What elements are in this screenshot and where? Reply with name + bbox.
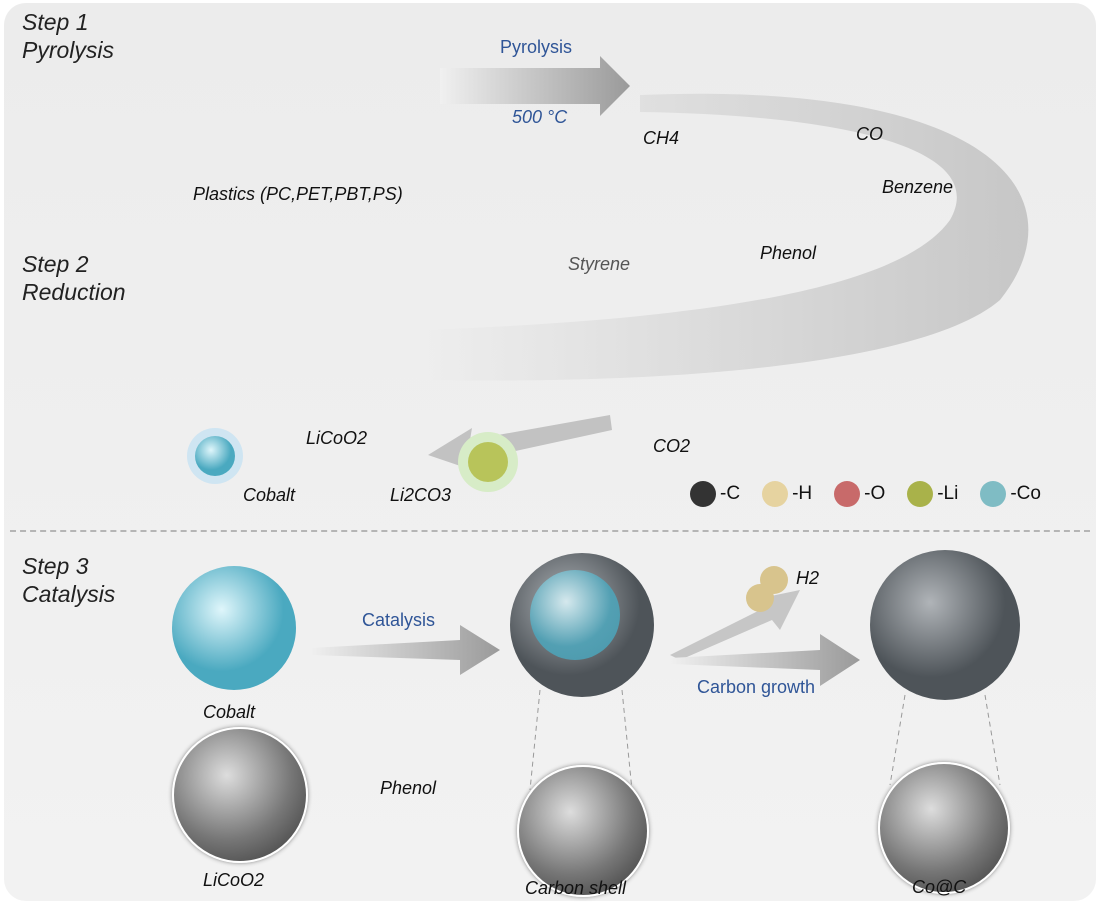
co-label: CO — [856, 124, 883, 144]
step3-title: Step 3 — [22, 553, 89, 579]
hydrogen-ball-icon — [762, 481, 789, 507]
temperature-label: 500 °C — [512, 107, 568, 127]
legend-label: -O — [864, 483, 886, 504]
co-at-c-sem-image — [878, 762, 1010, 894]
carbon-ball-icon — [690, 481, 716, 507]
step3-phenol-label: Phenol — [380, 778, 437, 798]
pyrolysis-arrow-label: Pyrolysis — [500, 37, 573, 57]
step1-subtitle: Pyrolysis — [22, 37, 115, 63]
legend-item-lithium: -Li — [907, 481, 958, 507]
ch4-label: CH4 — [643, 128, 680, 148]
step3-cobalt-label: Cobalt — [203, 702, 256, 722]
section-divider — [10, 530, 1090, 532]
carbon-growth-label: Carbon growth — [697, 677, 816, 697]
co-at-c-sphere — [870, 550, 1020, 700]
licoo2-lattice — [190, 235, 500, 410]
plastics-label: Plastics (PC,PET,PBT,PS) — [193, 184, 403, 204]
legend-item-cobalt: -Co — [980, 481, 1041, 507]
step3-subtitle: Catalysis — [22, 581, 116, 607]
step2-heading: Step 2 Reduction — [22, 250, 126, 306]
phenol-label: Phenol — [760, 243, 817, 263]
product-flow-band — [420, 93, 1029, 381]
carbon-shell-label: Carbon shell — [525, 878, 627, 898]
diagram-panel — [4, 3, 1096, 901]
legend-label: -Li — [937, 483, 959, 504]
licoo2-sem-image — [172, 727, 308, 863]
step3-licoo2-label: LiCoO2 — [203, 870, 265, 890]
cobalt-ball-icon — [980, 481, 1007, 507]
legend-item-oxygen: -O — [834, 481, 885, 507]
legend-label: -Co — [1010, 483, 1041, 504]
co-at-c-label: Co@C — [912, 877, 967, 897]
h2-arrow — [670, 590, 800, 660]
co2-label: CO2 — [653, 436, 691, 456]
oxygen-ball-icon — [834, 481, 861, 507]
catalysis-arrow-label: Catalysis — [362, 610, 436, 630]
step1-title: Step 1 — [22, 9, 89, 35]
step3-heading: Step 3 Catalysis — [22, 552, 115, 608]
cobalt-label: Cobalt — [243, 485, 296, 505]
licoo2-label: LiCoO2 — [306, 428, 368, 448]
h2-label: H2 — [796, 568, 820, 588]
carbon-shell-sem-image — [517, 765, 649, 897]
legend-item-carbon: -C — [690, 481, 740, 507]
benzene-label: Benzene — [882, 177, 954, 197]
carbon-growth-arrow — [670, 634, 860, 686]
atom-legend: -C -H -O -Li -Co — [690, 481, 1041, 507]
li2co3-label: Li2CO3 — [390, 485, 452, 505]
legend-label: -H — [792, 483, 813, 504]
pyrolysis-arrow — [440, 56, 630, 116]
step2-title: Step 2 — [22, 251, 89, 277]
legend-label: -C — [720, 483, 741, 504]
lithium-ball-icon — [907, 481, 934, 507]
step2-subtitle: Reduction — [22, 279, 126, 305]
catalysis-arrow — [310, 625, 500, 675]
styrene-label: Styrene — [568, 254, 631, 274]
legend-item-hydrogen: -H — [762, 481, 812, 507]
co2-arrow — [428, 415, 612, 472]
cobalt-sphere — [172, 566, 296, 690]
step1-heading: Step 1 Pyrolysis — [22, 8, 114, 64]
